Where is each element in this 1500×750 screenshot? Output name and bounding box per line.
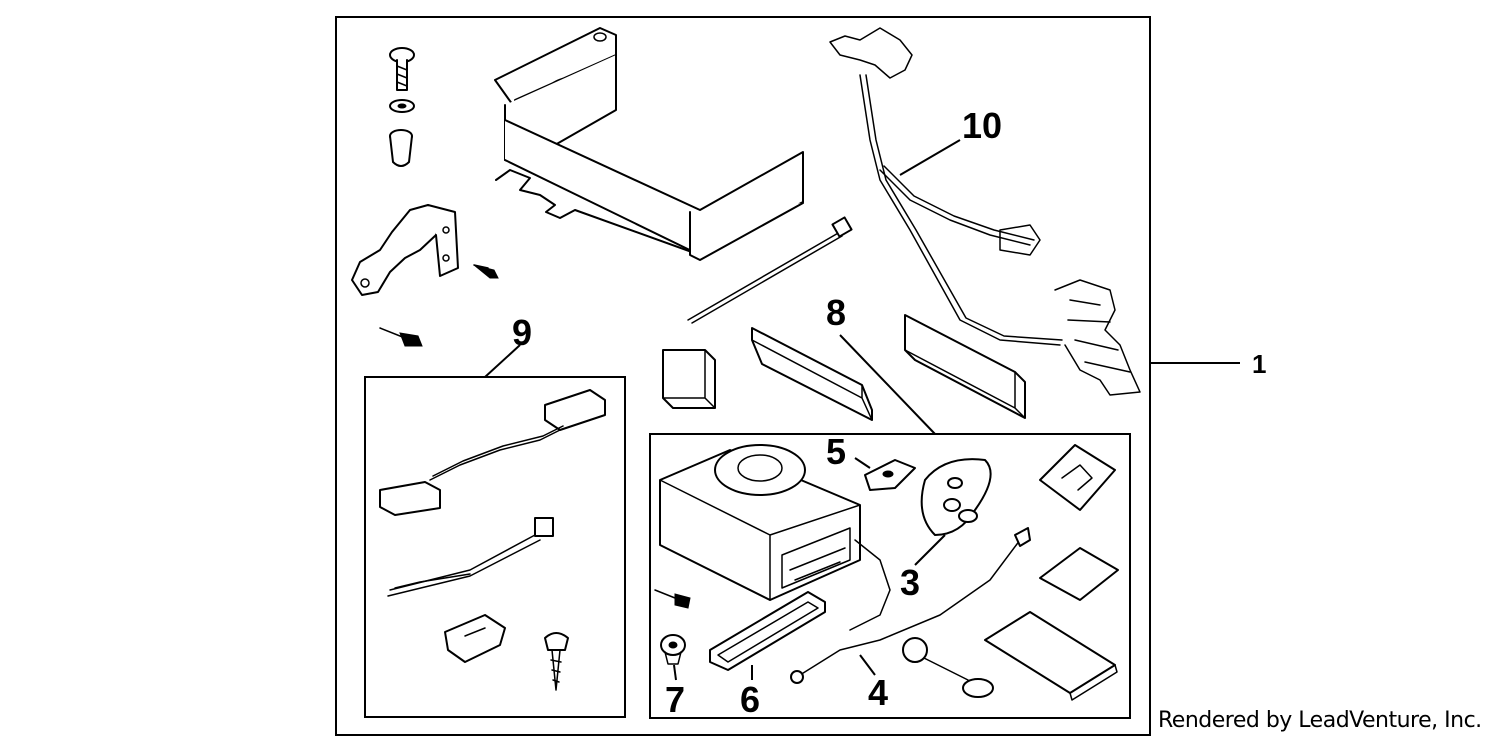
callout-1: 1 <box>1252 349 1266 379</box>
callout-10: 10 <box>962 105 1002 146</box>
wire-harness <box>829 27 1141 396</box>
honda-card <box>1039 444 1116 511</box>
clip-5 <box>864 459 916 491</box>
screw-siren <box>654 589 691 609</box>
alarm-siren <box>659 444 861 601</box>
screw-sub <box>544 632 569 691</box>
callout-9: 9 <box>512 312 532 353</box>
cable-tie-sub <box>387 517 554 597</box>
siren-wire <box>849 539 891 631</box>
callout-5: 5 <box>826 431 846 472</box>
leader-5 <box>854 457 871 469</box>
callout-6: 6 <box>740 679 760 720</box>
keyring <box>902 637 994 698</box>
leader-4 <box>859 654 876 676</box>
leader-3 <box>914 534 946 566</box>
leader-10 <box>899 139 961 176</box>
leader-9 <box>484 344 521 378</box>
callout-4: 4 <box>868 672 888 713</box>
small-screw-a <box>473 264 499 279</box>
callout-8: 8 <box>826 292 846 333</box>
manual <box>984 611 1118 701</box>
pad-long-right <box>904 314 1026 419</box>
clip-sub <box>444 614 506 663</box>
sub-harness <box>379 389 606 516</box>
leader-8 <box>839 334 936 435</box>
bolt-washer-nut <box>389 47 415 167</box>
small-screw-b <box>379 327 423 347</box>
leader-7 <box>673 664 677 681</box>
cable-tie-top <box>687 216 853 324</box>
pad-long-left <box>751 327 873 421</box>
subkit-9-frame <box>364 376 626 718</box>
gasket-6 <box>709 591 826 671</box>
callout-7: 7 <box>665 679 685 720</box>
remote-fob <box>920 458 992 536</box>
kit-frame <box>335 16 1151 736</box>
grommet-7 <box>660 634 686 665</box>
mounting-bracket <box>351 204 459 296</box>
subkit-alarm-frame <box>649 433 1131 719</box>
sticker <box>1039 547 1119 601</box>
credit-text: Rendered by LeadVenture, Inc. <box>1158 708 1482 733</box>
tray-housing <box>494 27 804 261</box>
pad-square <box>662 349 716 409</box>
sensor-wire <box>790 527 1031 684</box>
callout-3: 3 <box>900 562 920 603</box>
